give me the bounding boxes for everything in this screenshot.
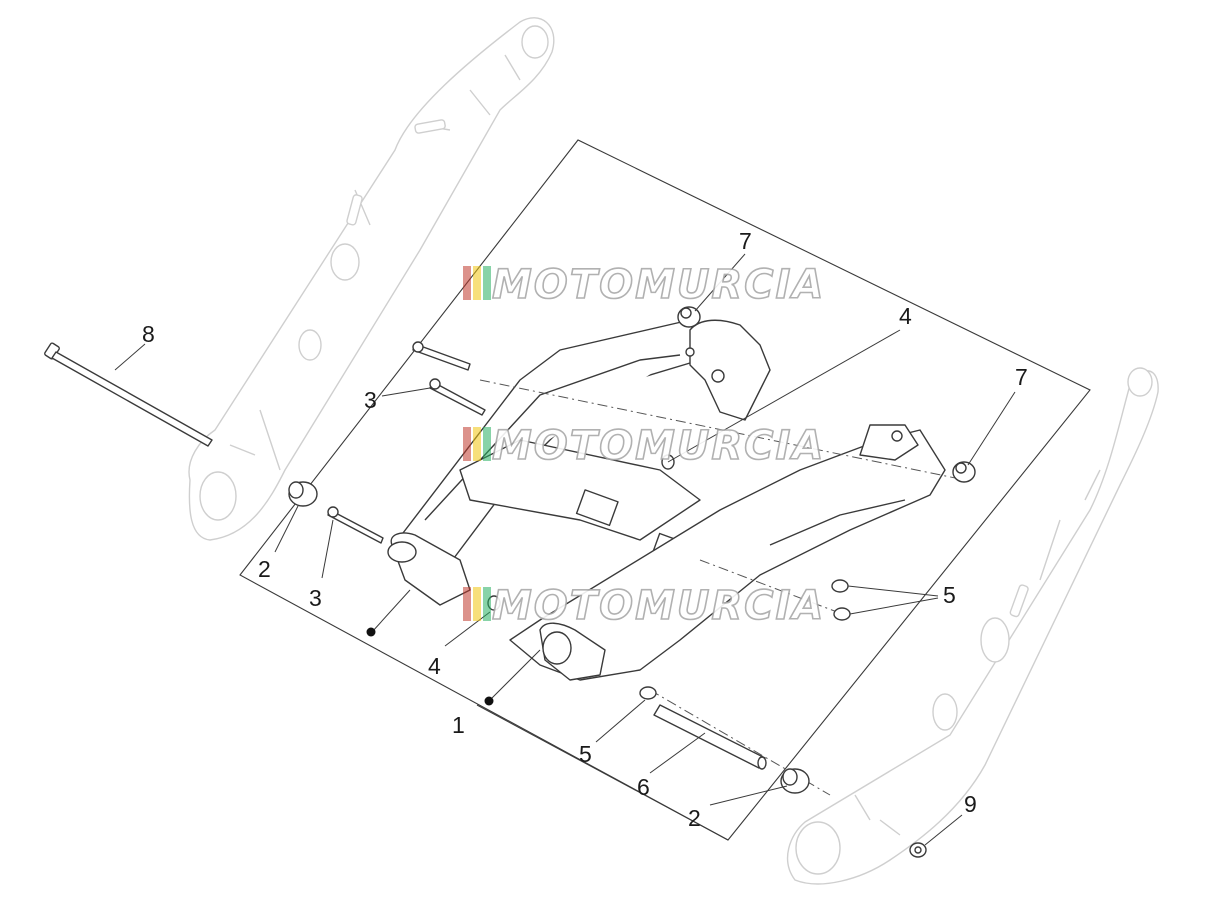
watermark-bottom: MOTOMURCIA xyxy=(463,582,825,630)
wm-stripe-green xyxy=(483,427,491,461)
callout-4-upper: 4 xyxy=(899,303,912,329)
part-6-rod xyxy=(653,704,767,770)
callout-1: 1 xyxy=(452,712,465,738)
callout-2-left: 2 xyxy=(258,556,271,582)
callout-4-lower: 4 xyxy=(428,653,441,679)
watermark-middle: MOTOMURCIA xyxy=(463,422,825,470)
reference-dot-left xyxy=(366,627,376,637)
callout-8: 8 xyxy=(142,321,155,347)
axis-line-lower xyxy=(649,689,831,796)
callout-7-right: 7 xyxy=(1015,364,1028,390)
callout-6: 6 xyxy=(637,774,650,800)
reference-dot-right xyxy=(484,696,494,706)
part-7-bushings xyxy=(677,306,976,483)
left-frame-arm xyxy=(188,17,555,541)
wm-stripe-red xyxy=(463,427,471,461)
wm-stripe-yellow xyxy=(473,266,481,300)
part-3-bolts xyxy=(327,341,486,544)
axis-line-upper xyxy=(479,379,966,481)
callout-7-upper: 7 xyxy=(739,228,752,254)
part-5-nuts xyxy=(639,579,851,700)
wm-stripe-yellow xyxy=(473,427,481,461)
part-2-bushings xyxy=(288,481,810,794)
wm-stripe-green xyxy=(483,587,491,621)
watermark-text: MOTOMURCIA xyxy=(492,423,825,469)
callout-3-upper: 3 xyxy=(364,387,377,413)
main-support-assembly xyxy=(387,319,946,681)
wm-stripe-red xyxy=(463,587,471,621)
callout-2-bottom: 2 xyxy=(688,805,701,831)
part-9-nut xyxy=(909,842,927,858)
axis-line-mid xyxy=(699,559,846,616)
right-frame-arm xyxy=(786,367,1159,885)
callout-3-lower: 3 xyxy=(309,585,322,611)
watermark-text: MOTOMURCIA xyxy=(492,262,825,308)
part-8-long-bolt xyxy=(44,342,213,447)
wm-stripe-red xyxy=(463,266,471,300)
callout-5-bottom: 5 xyxy=(579,741,592,767)
callout-9: 9 xyxy=(964,791,977,817)
callout-5-right: 5 xyxy=(943,582,956,608)
leader-lines xyxy=(114,253,1016,846)
watermark-top: MOTOMURCIA xyxy=(463,261,825,309)
wm-stripe-green xyxy=(483,266,491,300)
wm-stripe-yellow xyxy=(473,587,481,621)
watermark-text: MOTOMURCIA xyxy=(492,583,825,629)
